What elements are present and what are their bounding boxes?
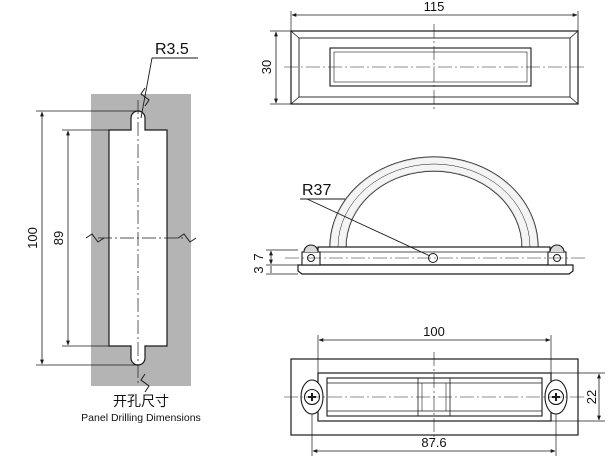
- dimension-label-89: 89: [51, 231, 66, 245]
- dimension-label-87-6: 87.6: [421, 435, 446, 450]
- caption-english: Panel Drilling Dimensions: [81, 412, 201, 424]
- bottom-view: 100 87.6 22: [284, 324, 605, 456]
- dimension-label-30: 30: [259, 60, 274, 74]
- caption-chinese: 开孔尺寸: [113, 394, 169, 410]
- break-mark-left: [85, 233, 105, 243]
- screw-left: [301, 244, 321, 266]
- arc-center-mark: [428, 253, 438, 263]
- bevel-corner-tr: [569, 30, 579, 39]
- dimension-label-7: 7: [251, 253, 266, 260]
- break-mark-right: [177, 233, 197, 243]
- side-view-flange: [297, 264, 574, 275]
- bevel-corner-br: [569, 96, 579, 105]
- screw-right: [547, 244, 567, 266]
- top-view: 115 30: [259, 0, 586, 111]
- r37-leader-line: [306, 198, 431, 257]
- radius-label: R3.5: [155, 41, 189, 58]
- dimension-label-3: 3: [251, 266, 266, 273]
- bevel-corner-tl: [290, 30, 300, 39]
- radius-leader-line: [140, 57, 153, 119]
- dimension-label-bottom-100: 100: [423, 324, 445, 339]
- r37-label: R37: [302, 182, 331, 199]
- side-view: R37 7 3: [251, 156, 585, 275]
- dimension-label-115: 115: [424, 0, 445, 14]
- panel-cutout-view: R3.5 100 89 开孔尺寸 Panel Drilling Dimensio…: [25, 41, 201, 424]
- top-view-bevel: [298, 37, 571, 98]
- dimension-label-100: 100: [25, 227, 40, 249]
- break-mark-bottom: [140, 373, 150, 393]
- dimension-label-22: 22: [584, 390, 599, 404]
- handle-arch-midline: [337, 163, 531, 248]
- handle-arch-fill: [330, 157, 538, 247]
- bevel-corner-bl: [290, 96, 300, 105]
